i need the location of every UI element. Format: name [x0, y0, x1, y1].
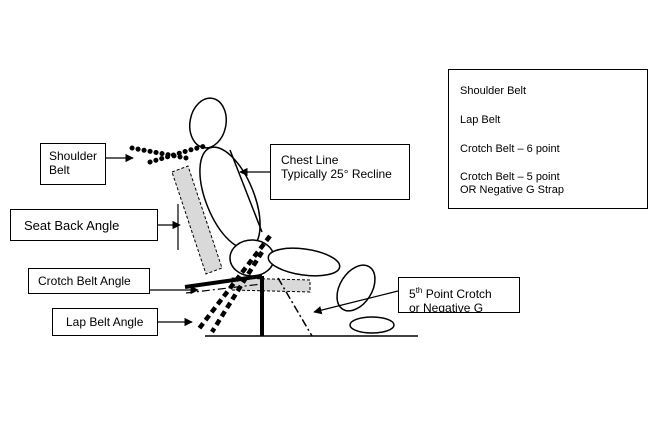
legend-crotch-5pt-line1: Crotch Belt – 5 point — [460, 171, 560, 183]
callout-lap-belt-angle-text: Lap Belt Angle — [66, 315, 144, 329]
callout-seat-back-angle-text: Seat Back Angle — [24, 218, 120, 233]
callout-lap-belt-angle: Lap Belt Angle — [52, 308, 158, 336]
callout-fifth-point-sup: th — [415, 286, 423, 295]
callout-crotch-belt-angle-text: Crotch Belt Angle — [38, 274, 131, 288]
legend-shoulder-belt-label: Shoulder Belt — [460, 85, 527, 97]
callout-shoulder-belt: Shoulder Belt — [40, 143, 106, 185]
legend-crotch-5pt-line2: OR Negative G Strap — [460, 184, 564, 196]
crotch-belt-5pt-a — [277, 277, 313, 337]
callout-shoulder-belt-line1: Shoulder — [49, 149, 98, 163]
lap-belt-path-b — [210, 250, 264, 334]
seat-back — [171, 165, 223, 275]
chest-line — [229, 149, 263, 233]
arrow-fifth-point — [313, 290, 399, 315]
legend-box: Shoulder Belt Lap Belt Crotch Belt – 6 p… — [448, 69, 648, 209]
shoulder-belt-path — [129, 143, 208, 165]
callout-fifth-point-line2: or Negative G — [409, 301, 484, 313]
callout-shoulder-belt-line2: Belt — [49, 163, 70, 177]
callout-fifth-point: 5th Point Crotch or Negative G — [398, 277, 520, 313]
callout-fifth-point-number: 5 — [409, 287, 416, 301]
legend-lap-belt-label: Lap Belt — [460, 114, 501, 126]
head — [188, 97, 228, 149]
crotch-belt-6pt-a — [184, 274, 263, 289]
callout-chest-line-line1: Chest Line — [281, 153, 339, 167]
legend-crotch-6pt-label: Crotch Belt – 6 point — [460, 143, 560, 155]
thigh — [267, 247, 341, 277]
foot — [349, 316, 395, 334]
callout-seat-back-angle: Seat Back Angle — [10, 209, 158, 241]
callout-fifth-point-line1: 5th Point Crotch — [409, 284, 519, 301]
callout-fifth-point-rest: Point Crotch — [422, 287, 492, 301]
callout-chest-line: Chest Line Typically 25° Recline — [270, 144, 410, 200]
callout-crotch-belt-angle: Crotch Belt Angle — [28, 268, 150, 294]
callout-chest-line-line2: Typically 25° Recline — [281, 167, 392, 181]
